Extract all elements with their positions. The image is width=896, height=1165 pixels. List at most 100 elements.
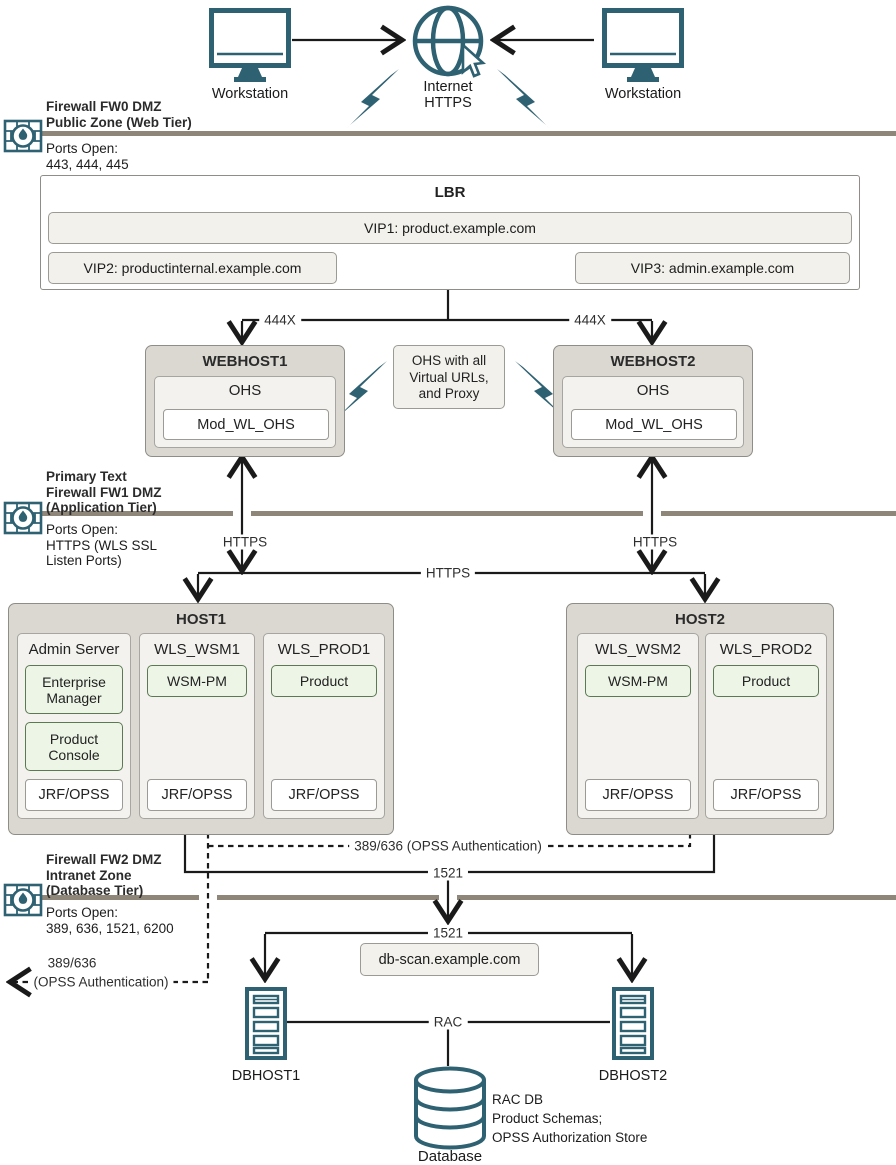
dbhost1-label: DBHOST1 (231, 1068, 301, 1084)
webhost2-ohs-box: OHS Mod_WL_OHS (562, 376, 744, 448)
port-444x-label-right: 444X (569, 312, 611, 328)
firewall-icon (3, 119, 43, 153)
fw2-title-line3: (Database Tier) (46, 883, 144, 898)
webhost1-box: WEBHOST1 OHS Mod_WL_OHS (145, 345, 345, 457)
webhost2-title: WEBHOST2 (610, 353, 696, 370)
webhost1-ohs-label: OHS (228, 382, 262, 399)
vip1-box: VIP1: product.example.com (48, 212, 852, 244)
fw1-ports-line1: Ports Open: (46, 522, 119, 537)
ohs-note-line2: Virtual URLs, (409, 369, 489, 385)
lightning-icon (342, 69, 399, 133)
server-icon (245, 987, 287, 1060)
firewall-icon (3, 501, 43, 535)
host2-wls-wsm2-box: WLS_WSM2 WSM-PM JRF/OPSS (577, 633, 699, 819)
rac-db-note: RAC DB Product Schemas; OPSS Authorizati… (492, 1090, 647, 1147)
host1-admin-server-box: Admin Server Enterprise Manager Product … (17, 633, 131, 819)
wls-prod1-title: WLS_PROD1 (277, 641, 371, 658)
ohs-note-box: OHS with all Virtual URLs, and Proxy (393, 345, 505, 409)
firewall-fw1-bar (40, 511, 896, 516)
product-box: Product (271, 665, 377, 697)
workstation-icon (212, 11, 289, 83)
fw1-title-line2: Firewall FW1 DMZ (46, 484, 162, 500)
rac-db-note-line2: Product Schemas; (492, 1111, 603, 1126)
fw1-title-line1: Primary Text (46, 469, 127, 484)
server-icon (612, 987, 654, 1060)
opss-auth-left-line2: (OPSS Authentication) (28, 974, 174, 990)
port-1521-label-upper: 1521 (427, 865, 469, 881)
fw1-title-line3: (Application Tier) (46, 500, 157, 515)
lbr-title: LBR (434, 184, 466, 201)
webhost2-mod-box: Mod_WL_OHS (571, 409, 737, 440)
webhost2-ohs-label: OHS (636, 382, 670, 399)
firewall-icon (3, 883, 43, 917)
ohs-note-line1: OHS with all (411, 353, 487, 368)
database-icon (414, 1066, 486, 1150)
host1-box: HOST1 Admin Server Enterprise Manager Pr… (8, 603, 394, 835)
fw1-ports-line3: Listen Ports) (46, 553, 122, 568)
host1-wls-prod1-box: WLS_PROD1 Product JRF/OPSS (263, 633, 385, 819)
webhost2-box: WEBHOST2 OHS Mod_WL_OHS (553, 345, 753, 457)
dbhost2-label: DBHOST2 (598, 1068, 668, 1084)
firewall-fw2-bar (40, 895, 896, 900)
fw1-ports: Ports Open: HTTPS (WLS SSL Listen Ports) (46, 522, 157, 569)
workstation-left-label: Workstation (211, 86, 289, 102)
internet-line2: HTTPS (424, 95, 472, 111)
fw2-title-line1: Firewall FW2 DMZ (46, 852, 162, 867)
fw1-title: Primary Text Firewall FW1 DMZ (Applicati… (46, 469, 162, 516)
fw0-ports-line2: 443, 444, 445 (46, 156, 129, 172)
https-label-right: HTTPS (627, 534, 683, 550)
product-box: Product (713, 665, 819, 697)
https-label-center: HTTPS (420, 565, 476, 581)
fw2-title-line2: Intranet Zone (46, 867, 132, 883)
fw2-title: Firewall FW2 DMZ Intranet Zone (Database… (46, 852, 162, 899)
host1-wls-wsm1-box: WLS_WSM1 WSM-PM JRF/OPSS (139, 633, 255, 819)
fw2-ports-line1: Ports Open: (46, 905, 119, 920)
vip2-box: VIP2: productinternal.example.com (48, 252, 337, 284)
ohs-note-line3: and Proxy (418, 386, 480, 401)
jrf-opss-box: JRF/OPSS (25, 779, 123, 811)
vip3-box: VIP3: admin.example.com (575, 252, 850, 284)
fw1-ports-line2: HTTPS (WLS SSL (46, 537, 158, 553)
fw0-title-line1: Firewall FW0 DMZ (46, 99, 162, 114)
enterprise-manager-box: Enterprise Manager (25, 665, 123, 714)
port-444x-label-left: 444X (259, 312, 301, 328)
host2-wls-prod2-box: WLS_PROD2 Product JRF/OPSS (705, 633, 827, 819)
fw0-ports: Ports Open: 443, 444, 445 (46, 141, 129, 172)
fw0-title: Firewall FW0 DMZ Public Zone (Web Tier) (46, 99, 192, 130)
wls-prod2-title: WLS_PROD2 (719, 641, 813, 658)
firewall-fw0-bar (40, 131, 896, 136)
opss-auth-left-line1: 389/636 (42, 955, 102, 971)
product-console-box: Product Console (25, 722, 123, 771)
fw2-ports-line2: 389, 636, 1521, 6200 (46, 920, 174, 936)
webhost1-title: WEBHOST1 (202, 353, 288, 370)
port-1521-label-lower: 1521 (427, 925, 469, 941)
wsm-pm-box: WSM-PM (585, 665, 691, 697)
workstation-icon (605, 11, 682, 83)
fw0-title-line2: Public Zone (Web Tier) (46, 114, 192, 130)
lightning-icon (497, 69, 554, 133)
internet-line1: Internet (423, 79, 473, 95)
fw0-ports-line1: Ports Open: (46, 141, 119, 156)
cursor-icon (461, 42, 486, 78)
wls-wsm2-title: WLS_WSM2 (595, 641, 681, 658)
admin-server-title: Admin Server (28, 641, 120, 658)
rac-db-note-line3: OPSS Authorization Store (492, 1130, 648, 1145)
database-label: Database (417, 1148, 483, 1165)
jrf-opss-box: JRF/OPSS (271, 779, 377, 811)
workstation-right-label: Workstation (604, 86, 682, 102)
jrf-opss-box: JRF/OPSS (147, 779, 247, 811)
rac-db-note-line1: RAC DB (492, 1092, 544, 1107)
https-label-left: HTTPS (217, 534, 273, 550)
internet-label: Internet HTTPS (398, 79, 498, 111)
opss-auth-label: 389/636 (OPSS Authentication) (349, 838, 547, 854)
fw2-ports: Ports Open: 389, 636, 1521, 6200 (46, 905, 174, 936)
db-scan-box: db-scan.example.com (360, 943, 539, 976)
host2-box: HOST2 WLS_WSM2 WSM-PM JRF/OPSS WLS_PROD2… (566, 603, 834, 835)
webhost1-ohs-box: OHS Mod_WL_OHS (154, 376, 336, 448)
webhost1-mod-box: Mod_WL_OHS (163, 409, 329, 440)
jrf-opss-box: JRF/OPSS (713, 779, 819, 811)
host1-title: HOST1 (175, 611, 226, 628)
wls-wsm1-title: WLS_WSM1 (154, 641, 240, 658)
host2-title: HOST2 (674, 611, 725, 628)
